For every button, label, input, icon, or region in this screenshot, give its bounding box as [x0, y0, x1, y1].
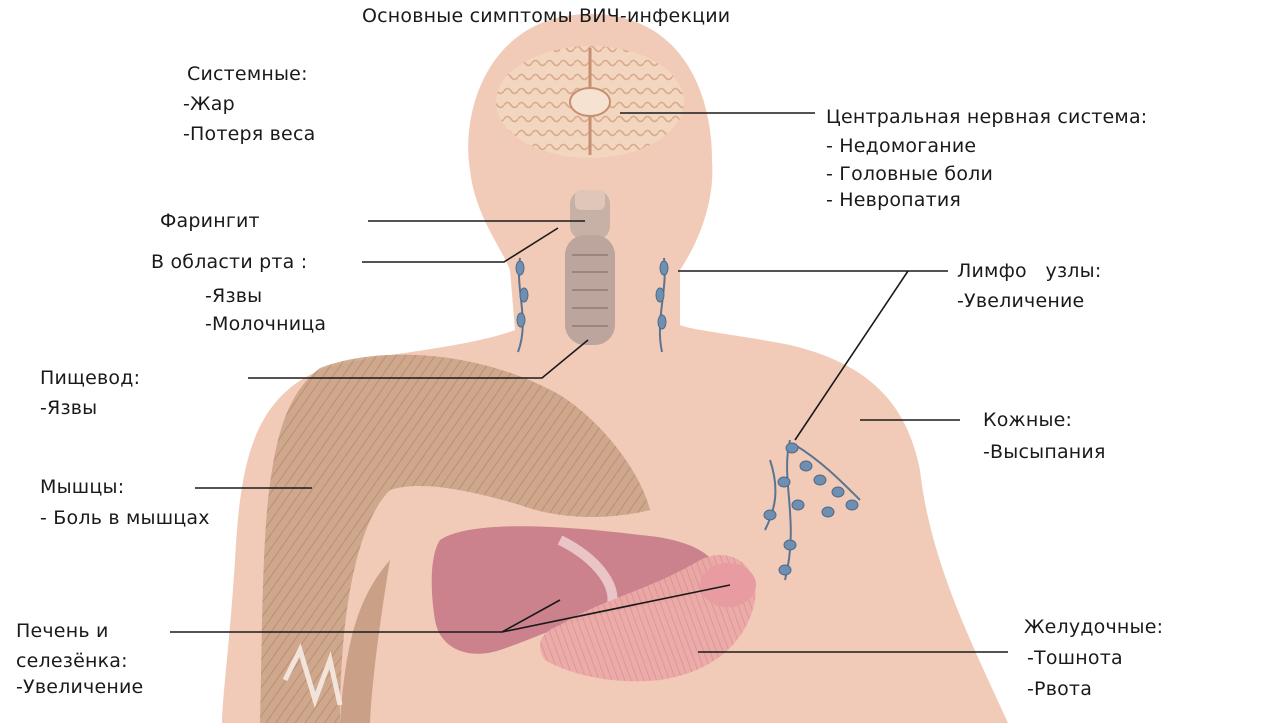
- skin-item: -Высыпания: [983, 442, 1106, 464]
- esophagus-item: -Язвы: [40, 398, 97, 420]
- liver-item: -Увеличение: [16, 677, 143, 699]
- throat: [565, 190, 615, 345]
- liver-heading: Печень и: [16, 621, 109, 643]
- muscles-heading: Мышцы:: [40, 477, 124, 499]
- gastric-heading: Желудочные:: [1024, 617, 1163, 639]
- cns-item: - Невропатия: [826, 190, 961, 212]
- diagram-title: Основные симптомы ВИЧ-инфекции: [362, 6, 730, 28]
- skin-heading: Кожные:: [983, 410, 1072, 432]
- mouth-item: -Молочница: [205, 314, 326, 336]
- systemic-heading: Системные:: [187, 64, 308, 86]
- cns-heading: Центральная нервная система:: [826, 107, 1147, 129]
- cns-item: - Недомогание: [826, 136, 976, 158]
- lymph-item: -Увеличение: [957, 291, 1084, 313]
- brain: [496, 46, 684, 158]
- pharyngitis-label: Фарингит: [160, 211, 260, 233]
- cns-item: - Головные боли: [826, 164, 993, 186]
- muscles-item: - Боль в мышцах: [40, 508, 210, 530]
- gastric-item: -Тошнота: [1027, 648, 1123, 670]
- gastric-item: -Рвота: [1027, 679, 1092, 701]
- mouth-heading: В области рта :: [151, 252, 307, 274]
- lymph-heading: Лимфо узлы:: [957, 261, 1101, 283]
- liver-heading-2: селезёнка:: [16, 651, 128, 673]
- mouth-item: -Язвы: [205, 286, 262, 308]
- systemic-item: -Жар: [183, 94, 235, 116]
- systemic-item: -Потеря веса: [183, 124, 315, 146]
- esophagus-heading: Пищевод:: [40, 368, 140, 390]
